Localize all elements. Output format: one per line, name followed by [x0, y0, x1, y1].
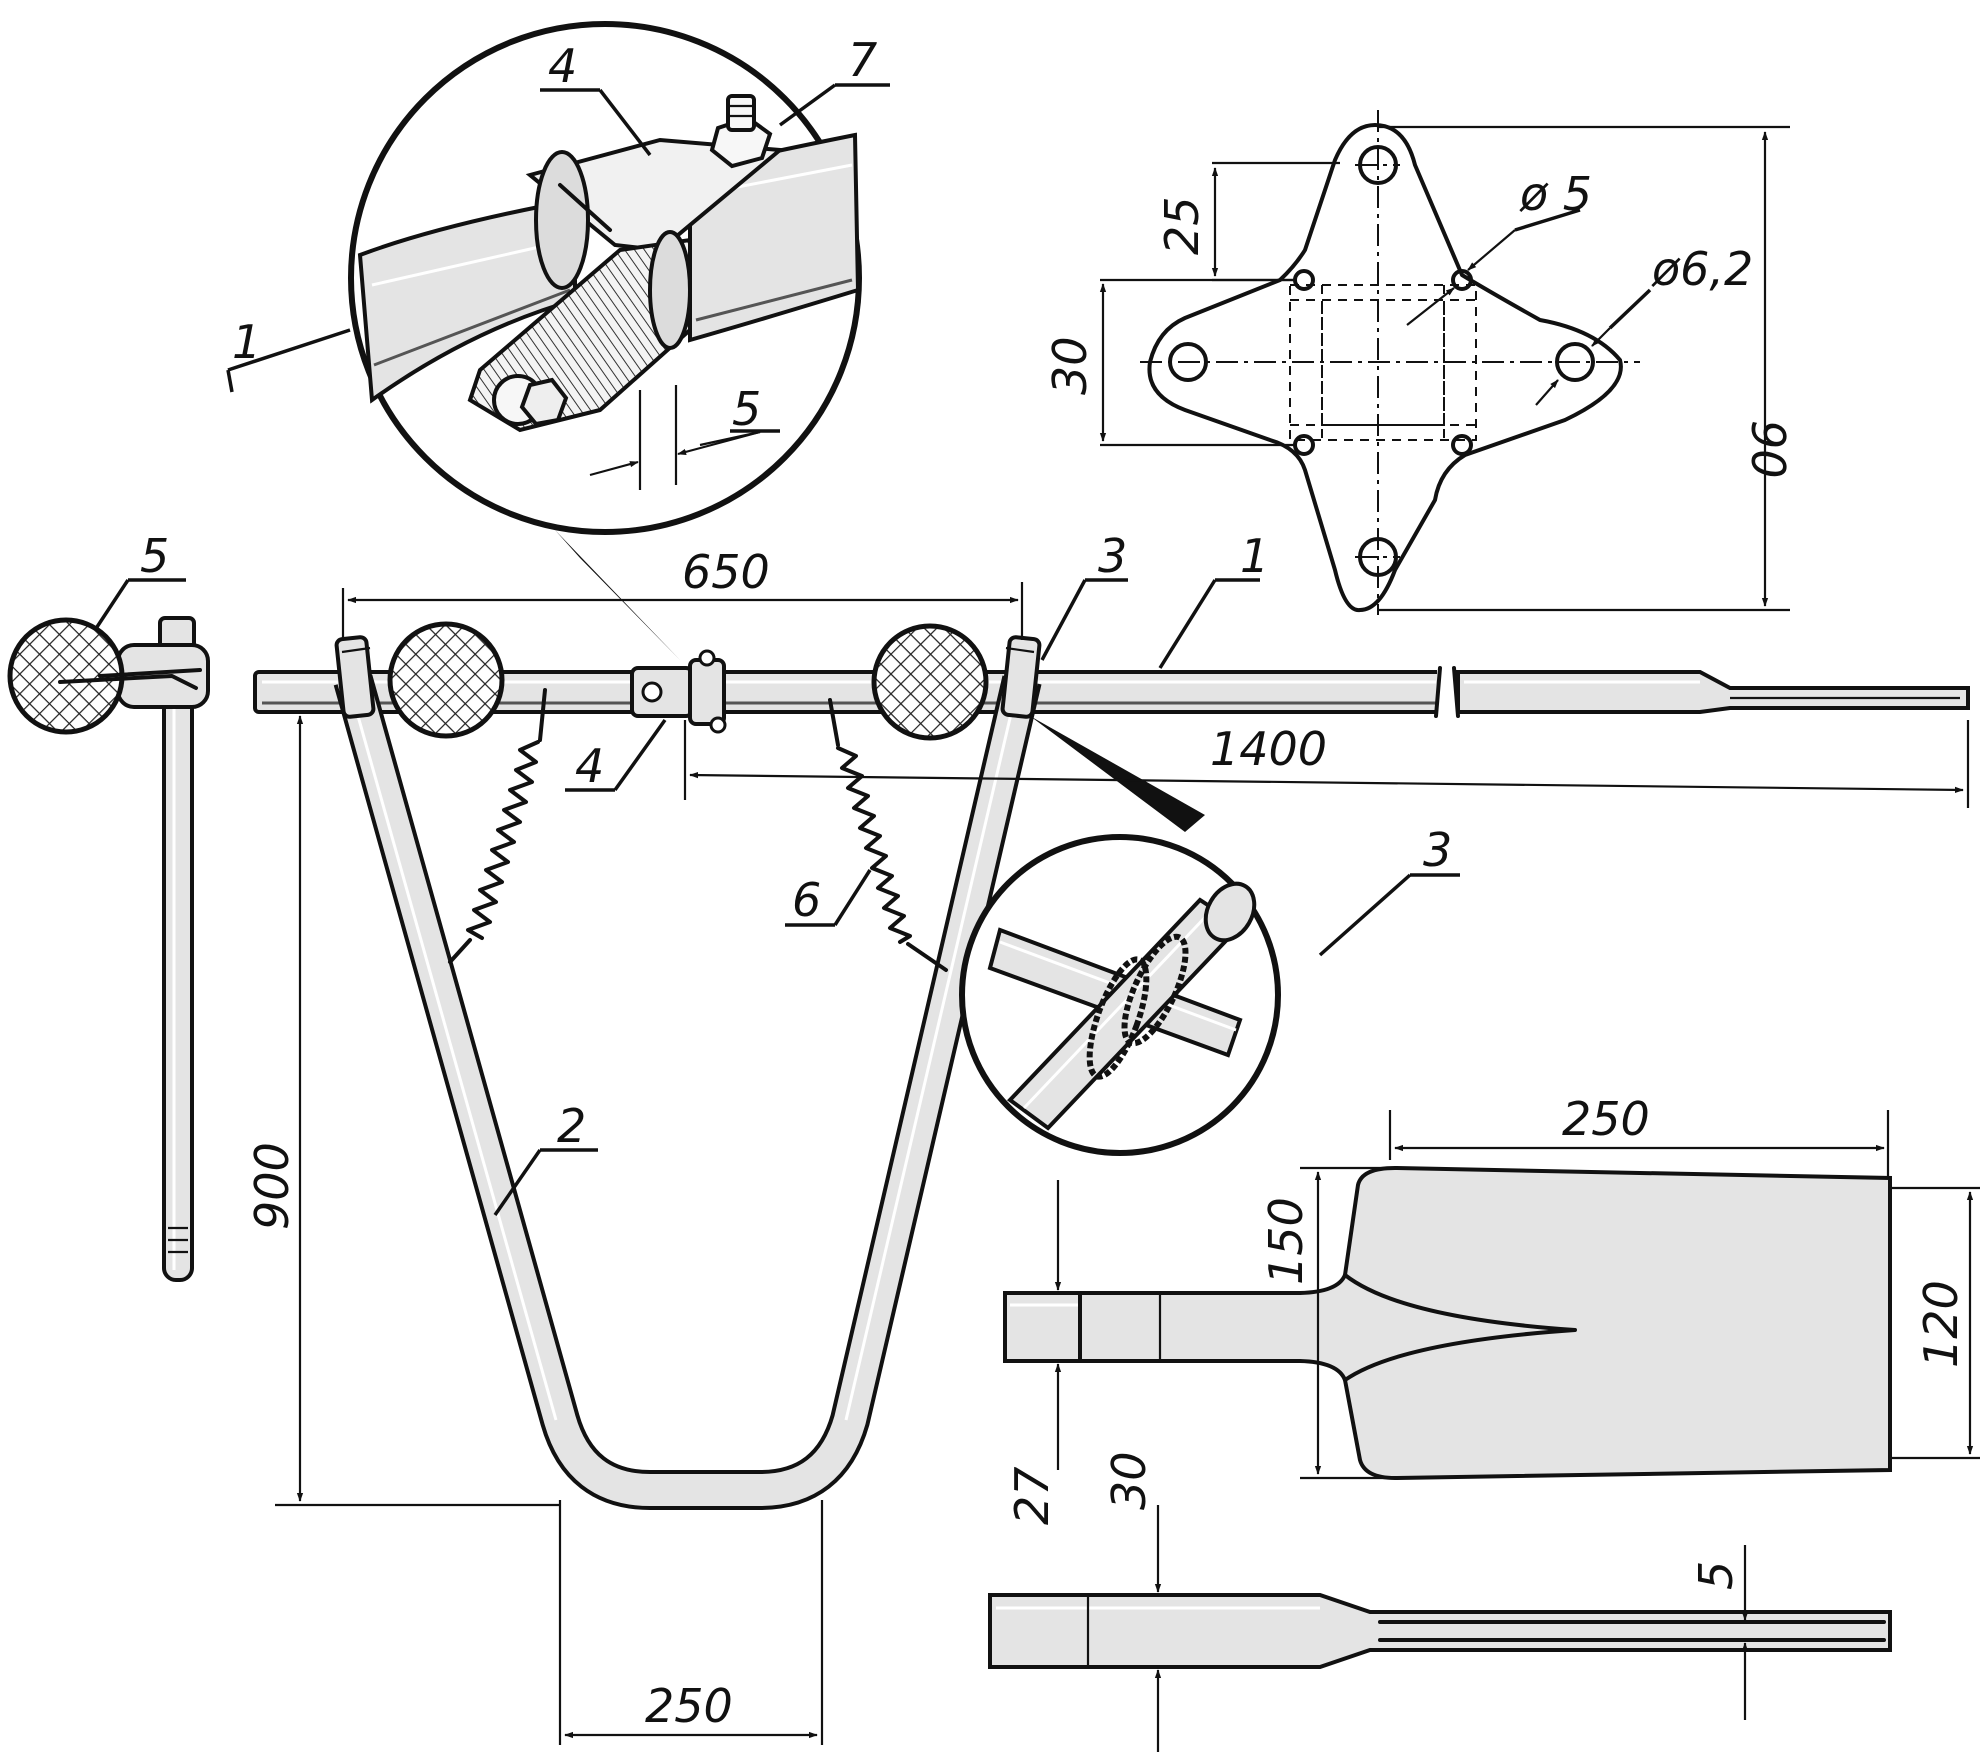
hinge-plate-top — [525, 137, 786, 253]
dim-250-frame: 250 — [645, 1679, 733, 1733]
collar-right — [1000, 635, 1042, 719]
dim-plate-hole-small: ø 5 — [1519, 167, 1592, 221]
dim-plate-hole-large: ø6,2 — [1651, 242, 1753, 296]
spring-right — [828, 698, 948, 972]
label-part-3-detail: 3 — [1423, 823, 1452, 877]
detail-leader-wedge-top — [555, 530, 680, 660]
collar-wire-wrap — [1086, 933, 1189, 1080]
blade-side-view — [988, 1505, 1892, 1752]
hinge-clamp — [688, 658, 726, 726]
dim-plate-30: 30 — [1043, 336, 1097, 395]
dim-blade-150: 150 — [1259, 1197, 1313, 1285]
part-leaders — [93, 83, 1460, 1216]
dim-blade-30: 30 — [1102, 1451, 1156, 1510]
float-ball-left — [387, 621, 505, 739]
blade-shank-top — [1003, 1291, 1082, 1363]
blade-plate — [1078, 1165, 1892, 1481]
side-view-rod — [162, 618, 194, 1282]
main-dimensions — [275, 582, 1970, 1745]
label-part-7: 7 — [848, 33, 877, 87]
blade-side-profile — [988, 1593, 1892, 1669]
label-part-6: 6 — [792, 873, 821, 927]
dim-650: 650 — [682, 545, 770, 599]
float-ball-right — [871, 623, 989, 741]
dim-plate-25: 25 — [1155, 196, 1209, 255]
plate-hole-right — [1555, 342, 1595, 382]
detail-circle-hinge — [348, 21, 862, 535]
collar-left — [334, 635, 376, 719]
dim-plate-90: 90 — [1741, 420, 1795, 479]
label-part-4-bar: 4 — [575, 739, 604, 793]
label-part-1-bar: 1 — [1240, 529, 1269, 583]
main-bar — [253, 649, 1970, 734]
spring-left — [448, 688, 547, 964]
side-view-assembly — [7, 616, 210, 1282]
label-part-5: 5 — [140, 529, 169, 583]
v-frame — [333, 635, 1042, 1510]
cross-plate — [1099, 110, 1790, 615]
dim-900: 900 — [245, 1142, 299, 1230]
label-part-3-bar: 3 — [1098, 529, 1127, 583]
label-part-2: 2 — [557, 1099, 586, 1153]
dim-blade-5: 5 — [1689, 1561, 1743, 1590]
dim-blade-120: 120 — [1914, 1280, 1968, 1368]
bolt-nut-bottom — [492, 374, 569, 427]
dim-blade-250: 250 — [1562, 1092, 1650, 1146]
label-part-1-detail: 1 — [232, 315, 261, 369]
dim-blade-27: 27 — [1005, 1466, 1059, 1525]
detail-circle-collar — [959, 834, 1281, 1156]
main-bar-tapered-end — [1456, 670, 1970, 714]
cross-plate-outline — [1147, 123, 1623, 613]
blade-top-view — [1003, 1110, 1980, 1481]
dim-1400: 1400 — [1210, 722, 1327, 776]
dim-5-detail: 5 — [732, 382, 761, 436]
label-part-4-detail: 4 — [548, 39, 577, 93]
detail-leader-wedge-right — [1030, 716, 1205, 832]
bolt-nut-top — [709, 94, 773, 169]
